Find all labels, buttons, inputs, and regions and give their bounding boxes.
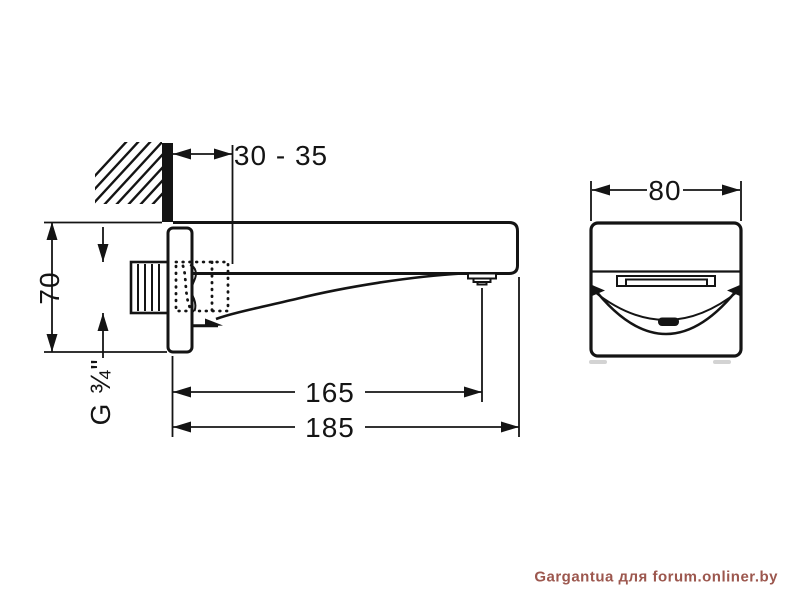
spout-body-outline	[173, 221, 519, 275]
wall-hatch-pattern	[95, 142, 162, 204]
spout-underside-curve	[215, 272, 463, 321]
front-arc-corner-right	[727, 285, 740, 296]
front-slot	[616, 275, 716, 287]
wall-section-bar	[162, 143, 173, 222]
dimension-label-wall-offset: 30 - 35	[233, 140, 329, 171]
wall-flange	[166, 226, 194, 354]
dimension-label-reach-aerator: 165	[305, 377, 355, 408]
thread-pipe	[129, 260, 172, 315]
dimension-length-185	[171, 277, 520, 437]
dimension-width-80	[590, 181, 742, 221]
hidden-inlet-dotted	[174, 260, 230, 313]
watermark-text: Gargantua для forum.onliner.by	[534, 568, 778, 586]
front-body	[589, 221, 743, 358]
side-view	[44, 142, 520, 437]
dimension-label-thread: G ¾"	[85, 358, 116, 426]
front-arc-corner-left	[592, 285, 605, 296]
shadow-mark-left	[589, 360, 607, 364]
dimension-thread	[97, 227, 109, 358]
dimension-label-front-width: 80	[648, 175, 682, 206]
aerator-front	[658, 317, 679, 326]
dimension-reach-165	[173, 288, 483, 402]
inner-connector-edge	[189, 264, 197, 312]
front-view	[589, 181, 743, 364]
shadow-mark-right	[713, 360, 731, 364]
dimension-label-reach-total: 185	[305, 412, 355, 443]
aerator-side	[467, 272, 497, 286]
dimension-label-height: 70	[34, 271, 65, 305]
dimension-wall-offset	[173, 145, 234, 264]
dimension-height-70	[44, 221, 167, 353]
front-outer-arc	[590, 285, 742, 336]
